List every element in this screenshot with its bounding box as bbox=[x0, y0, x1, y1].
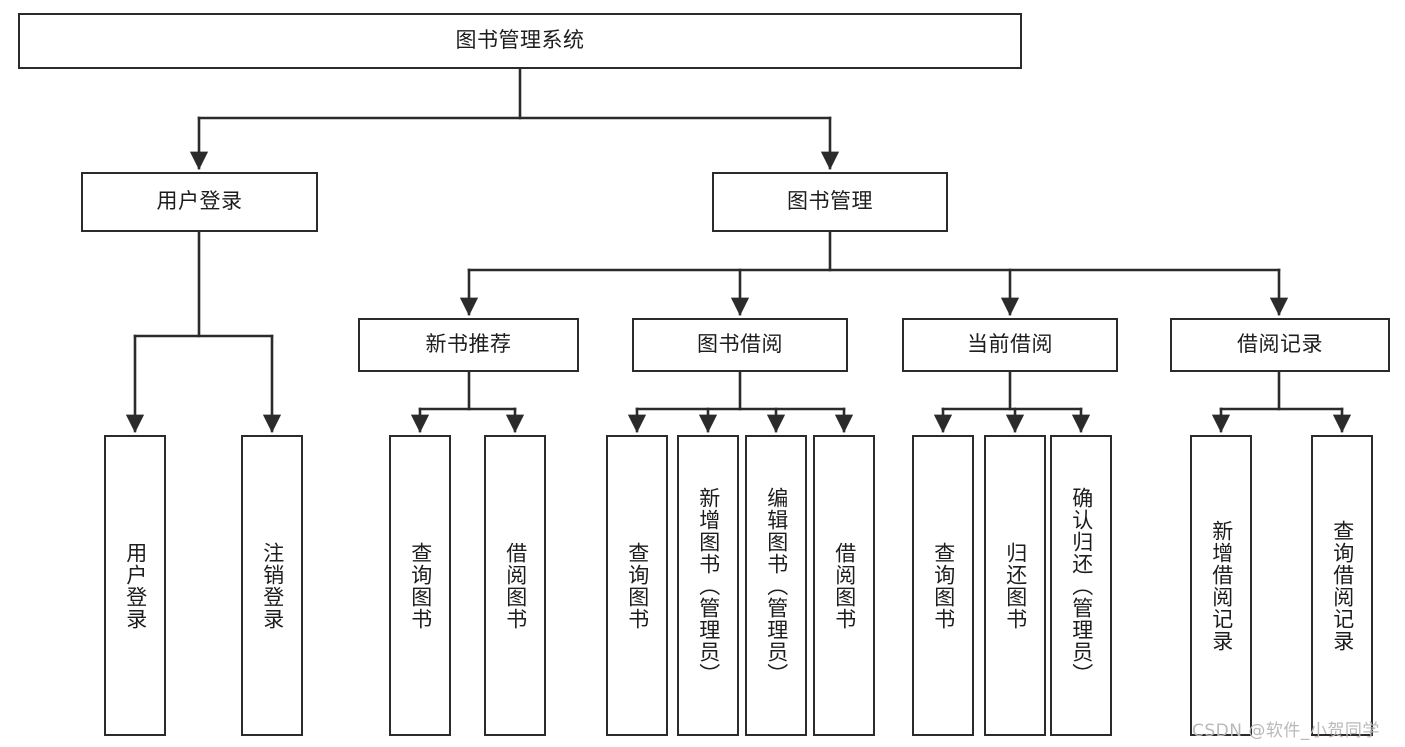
leaf-confirm-return-admin-label: 确认归还（管理员） bbox=[1069, 486, 1094, 685]
node-new-book-recommend-label: 新书推荐 bbox=[425, 332, 512, 357]
leaf-logout-label: 注销登录 bbox=[260, 541, 285, 630]
leaf-user-login[interactable]: 用户登录 bbox=[104, 435, 166, 736]
node-new-book-recommend[interactable]: 新书推荐 bbox=[358, 318, 579, 372]
leaf-return-book[interactable]: 归还图书 bbox=[984, 435, 1046, 736]
node-user-login-label: 用户登录 bbox=[156, 189, 243, 214]
leaf-return-book-label: 归还图书 bbox=[1003, 541, 1028, 630]
node-book-borrow-label: 图书借阅 bbox=[697, 332, 783, 357]
leaf-add-borrow-record[interactable]: 新增借阅记录 bbox=[1190, 435, 1252, 736]
node-borrow-record-label: 借阅记录 bbox=[1237, 332, 1323, 357]
node-user-login[interactable]: 用户登录 bbox=[81, 172, 318, 232]
node-borrow-record[interactable]: 借阅记录 bbox=[1170, 318, 1390, 372]
leaf-query-book-current[interactable]: 查询图书 bbox=[912, 435, 974, 736]
leaf-query-book-newbook-label: 查询图书 bbox=[408, 541, 433, 630]
leaf-query-book-current-label: 查询图书 bbox=[931, 541, 956, 630]
leaf-query-book-newbook[interactable]: 查询图书 bbox=[389, 435, 451, 736]
leaf-borrow-book-newbook[interactable]: 借阅图书 bbox=[484, 435, 546, 736]
leaf-query-borrow-record-label: 查询借阅记录 bbox=[1330, 519, 1355, 652]
node-book-management-label: 图书管理 bbox=[787, 189, 873, 214]
leaf-user-login-label: 用户登录 bbox=[123, 541, 148, 630]
leaf-edit-book-admin[interactable]: 编辑图书（管理员） bbox=[745, 435, 807, 736]
node-current-borrow[interactable]: 当前借阅 bbox=[902, 318, 1118, 372]
node-book-management[interactable]: 图书管理 bbox=[712, 172, 948, 232]
node-current-borrow-label: 当前借阅 bbox=[967, 332, 1053, 357]
node-book-borrow[interactable]: 图书借阅 bbox=[632, 318, 848, 372]
leaf-add-book-admin-label: 新增图书（管理员） bbox=[696, 486, 721, 685]
leaf-query-book-borrow-label: 查询图书 bbox=[625, 541, 650, 630]
leaf-confirm-return-admin[interactable]: 确认归还（管理员） bbox=[1050, 435, 1112, 736]
leaf-query-borrow-record[interactable]: 查询借阅记录 bbox=[1311, 435, 1373, 736]
leaf-borrow-book-newbook-label: 借阅图书 bbox=[503, 541, 528, 630]
leaf-logout[interactable]: 注销登录 bbox=[241, 435, 303, 736]
leaf-edit-book-admin-label: 编辑图书（管理员） bbox=[764, 486, 789, 685]
leaf-add-book-admin[interactable]: 新增图书（管理员） bbox=[677, 435, 739, 736]
leaf-add-borrow-record-label: 新增借阅记录 bbox=[1209, 519, 1234, 652]
leaf-borrow-book[interactable]: 借阅图书 bbox=[813, 435, 875, 736]
leaf-query-book-borrow[interactable]: 查询图书 bbox=[606, 435, 668, 736]
node-root[interactable]: 图书管理系统 bbox=[18, 13, 1022, 69]
leaf-borrow-book-label: 借阅图书 bbox=[832, 541, 857, 630]
node-root-label: 图书管理系统 bbox=[455, 28, 585, 53]
